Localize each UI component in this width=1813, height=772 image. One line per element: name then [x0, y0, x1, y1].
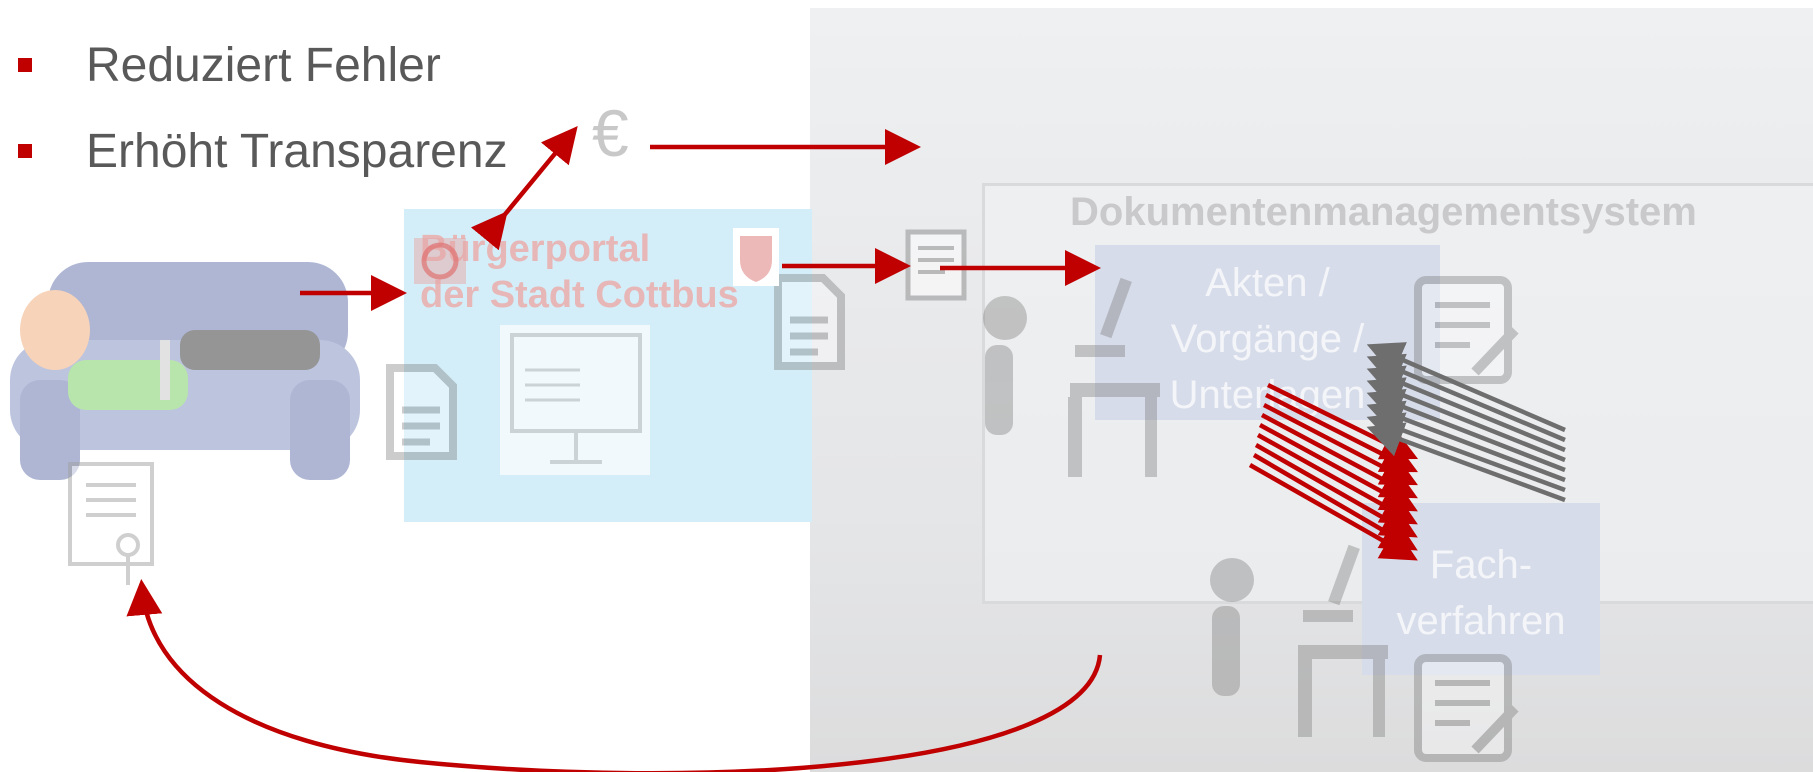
akten-line: Vorgänge /: [1170, 317, 1365, 361]
portal-title-line: der Stadt Cottbus: [420, 273, 739, 316]
portal-title: Bürgerportal der Stadt Cottbus: [420, 227, 790, 318]
coat-of-arms-icon: [733, 228, 779, 286]
bullet-item: Reduziert Fehler: [18, 22, 508, 108]
document-pen-icon: [1414, 654, 1519, 762]
worker-at-desk-icon: [1210, 544, 1388, 737]
worker-at-desk-icon: [983, 277, 1160, 477]
bullet-item: Erhöht Transparenz: [18, 108, 508, 194]
sofa-person-icon: [10, 262, 360, 480]
document-icon: [774, 274, 845, 370]
bullet-text: Erhöht Transparenz: [86, 124, 508, 178]
arrow-payment: [470, 126, 578, 251]
bullet-marker: [18, 58, 32, 72]
certificate-icon: [68, 462, 154, 585]
euro-symbol: €: [592, 96, 629, 170]
arrow-return-to-user: [126, 579, 1103, 772]
bullet-text: Reduziert Fehler: [86, 38, 441, 92]
bullet-marker: [18, 144, 32, 158]
fach-line: Fach-: [1429, 543, 1533, 587]
cottbus-logo-icon: [414, 238, 466, 284]
data-transfer-arrows-red: [1248, 382, 1419, 561]
dms-title: Dokumentenmanagementsystem: [1070, 190, 1697, 234]
document-pen-icon: [1414, 276, 1519, 384]
flow-arrows: [126, 126, 1103, 772]
akten-box: Akten / Vorgänge / Unterlagen: [1095, 245, 1440, 420]
document-icon: [386, 364, 457, 460]
computer-icon: [500, 325, 650, 475]
fach-line: verfahren: [1396, 599, 1566, 643]
akten-line: Akten /: [1205, 261, 1330, 305]
document-pen-icon: [905, 229, 967, 301]
data-transfer-arrows-gray: [1366, 342, 1566, 503]
bullet-list: Reduziert Fehler Erhöht Transparenz: [18, 22, 508, 194]
